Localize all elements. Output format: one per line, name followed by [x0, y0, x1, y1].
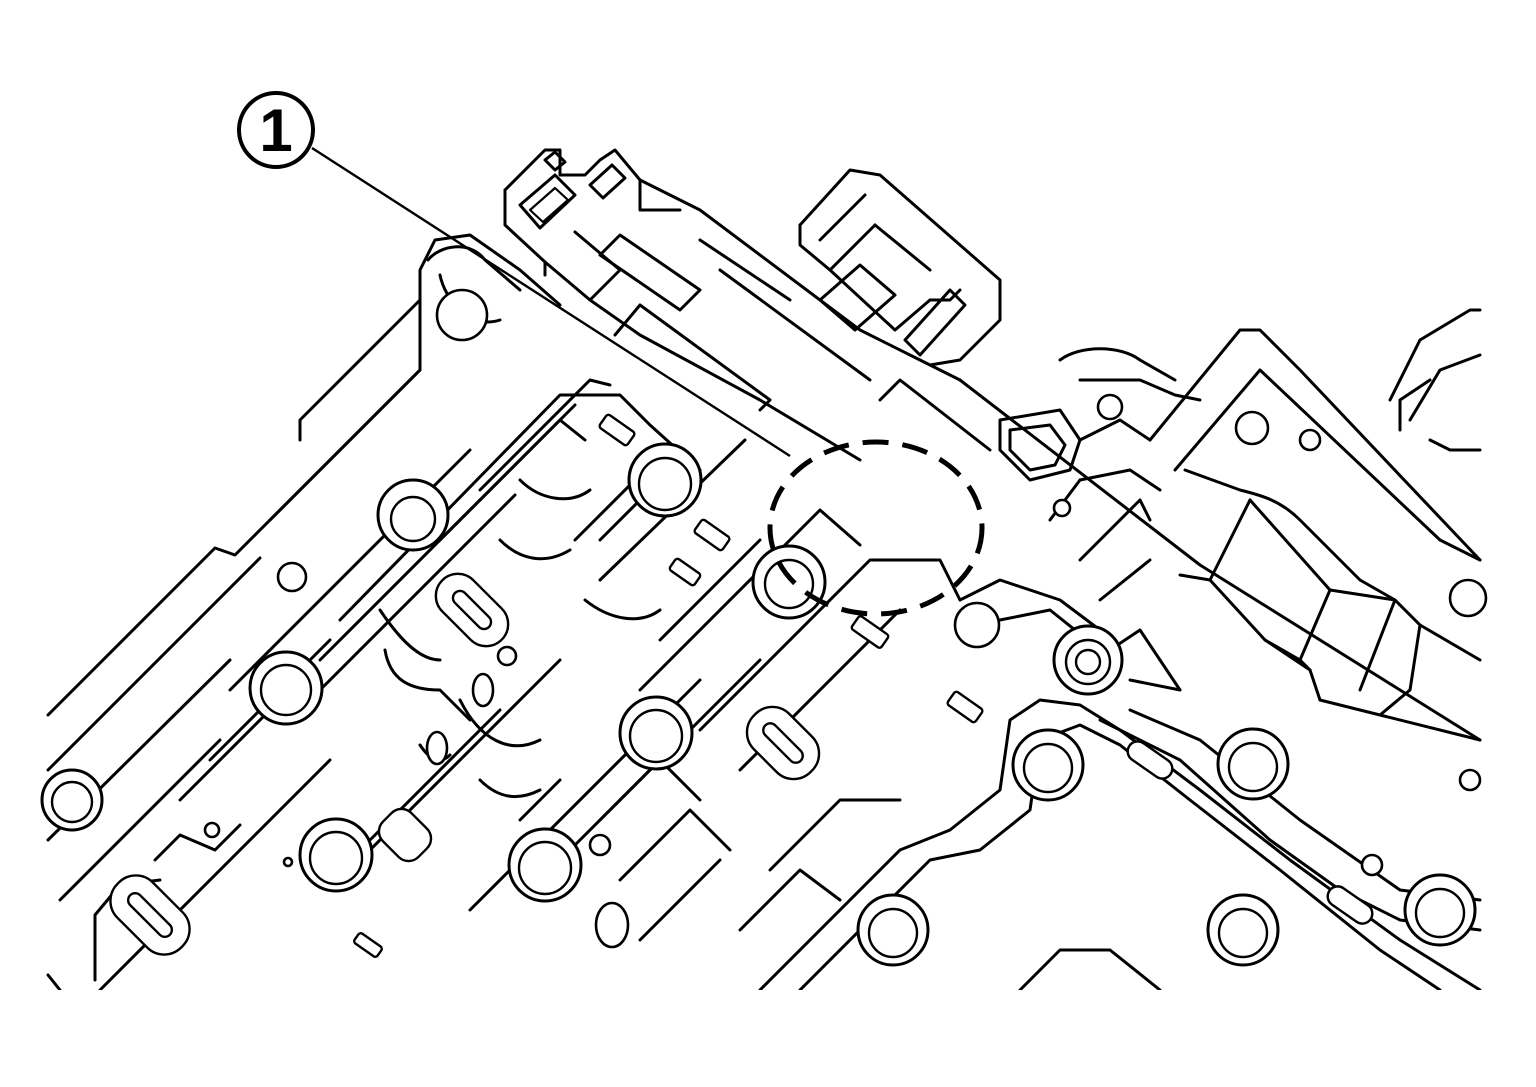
valve-body-channels	[58, 378, 1182, 990]
bolt	[856, 893, 930, 967]
hole	[276, 561, 308, 593]
hole	[1458, 768, 1482, 792]
hole	[594, 901, 630, 949]
valve-body-artwork	[40, 148, 1488, 990]
hole	[1298, 428, 1322, 452]
bolt	[751, 544, 827, 620]
bolt	[376, 478, 450, 552]
slot	[109, 874, 191, 956]
slot	[377, 807, 433, 863]
bolt	[1206, 893, 1280, 967]
slots	[109, 413, 1374, 958]
bolt	[1052, 624, 1124, 696]
hole	[1360, 853, 1384, 877]
slot	[1326, 885, 1374, 925]
hole	[1448, 578, 1488, 618]
slot	[668, 557, 702, 587]
slot	[353, 932, 383, 958]
slot	[745, 705, 821, 781]
bolt	[1011, 728, 1085, 802]
highlight-dashed-circle	[767, 439, 985, 617]
hole	[425, 730, 449, 766]
callout-leader-line	[311, 146, 791, 458]
holes	[203, 288, 1488, 949]
bolt	[1216, 727, 1290, 801]
slot	[598, 413, 636, 447]
bolt	[298, 817, 374, 893]
bolt	[1403, 873, 1477, 947]
hole	[203, 821, 221, 839]
bolt	[40, 768, 104, 832]
hole	[1096, 393, 1124, 421]
hole	[471, 672, 495, 708]
hole	[588, 833, 612, 857]
hole	[1052, 498, 1072, 518]
bolt	[507, 827, 583, 903]
bolt	[627, 442, 703, 518]
slot	[693, 518, 731, 552]
bolt	[248, 650, 324, 726]
slot	[850, 615, 890, 649]
callout-label: 1	[259, 97, 292, 164]
hole	[435, 288, 489, 342]
right-solenoid-body	[958, 308, 1482, 742]
hole	[496, 645, 518, 667]
hole	[1234, 410, 1270, 446]
hole	[282, 856, 294, 868]
slot	[1126, 740, 1174, 780]
callout-1: 1	[237, 91, 791, 458]
bolt	[618, 695, 694, 771]
callout-circle	[237, 91, 315, 169]
solenoid-harness-assembly	[503, 148, 1002, 462]
slot	[946, 690, 984, 724]
bolts	[40, 442, 1477, 967]
slot	[434, 572, 510, 648]
hole	[953, 601, 1001, 649]
